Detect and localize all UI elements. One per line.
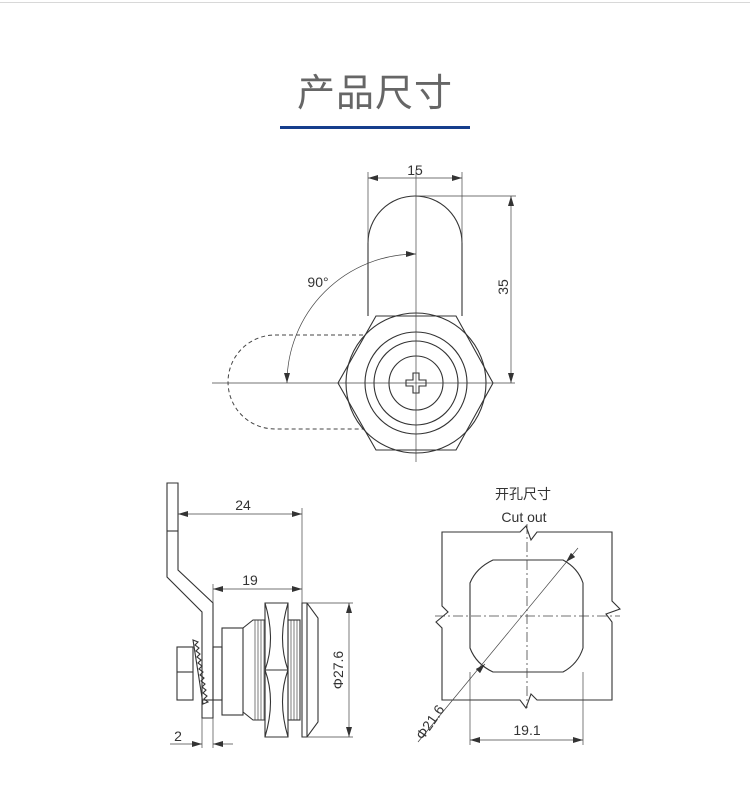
threaded-body [242,619,266,721]
side-view: 24 19 Φ27.6 2 [166,482,353,748]
face-plate [301,602,319,738]
dim-overall-length: 24 [235,497,251,513]
dim-cutout-diameter: Φ21.6 [412,702,447,743]
mounting-nut [264,602,289,738]
lock-washer [192,639,210,705]
front-view: 15 35 90° [212,162,516,462]
page-title: 产品尺寸 [296,71,453,115]
dim-body-length: 19 [242,572,258,588]
lock-cylinder [221,627,244,716]
cutout-title-cn: 开孔尺寸 [495,486,551,502]
top-divider [0,2,750,3]
title-underline [280,126,470,129]
cam-rotated-position [227,334,363,430]
dim-rotation-angle: 90° [307,274,328,290]
dim-height: 35 [495,279,511,295]
panel-outline [435,524,622,710]
cam-arm [367,195,463,316]
cutout-title-en: Cut out [501,509,546,525]
cutout-view: 开孔尺寸 Cut out Φ21.6 19.1 [412,486,622,745]
dim-cutout-width: 19.1 [513,722,540,738]
cutout-shape [469,559,584,673]
dim-thickness: 2 [174,728,182,744]
screw-head [176,646,194,701]
cam-bracket [166,482,214,719]
dim-width: 15 [407,162,423,178]
dim-diameter: Φ27.6 [330,651,346,690]
